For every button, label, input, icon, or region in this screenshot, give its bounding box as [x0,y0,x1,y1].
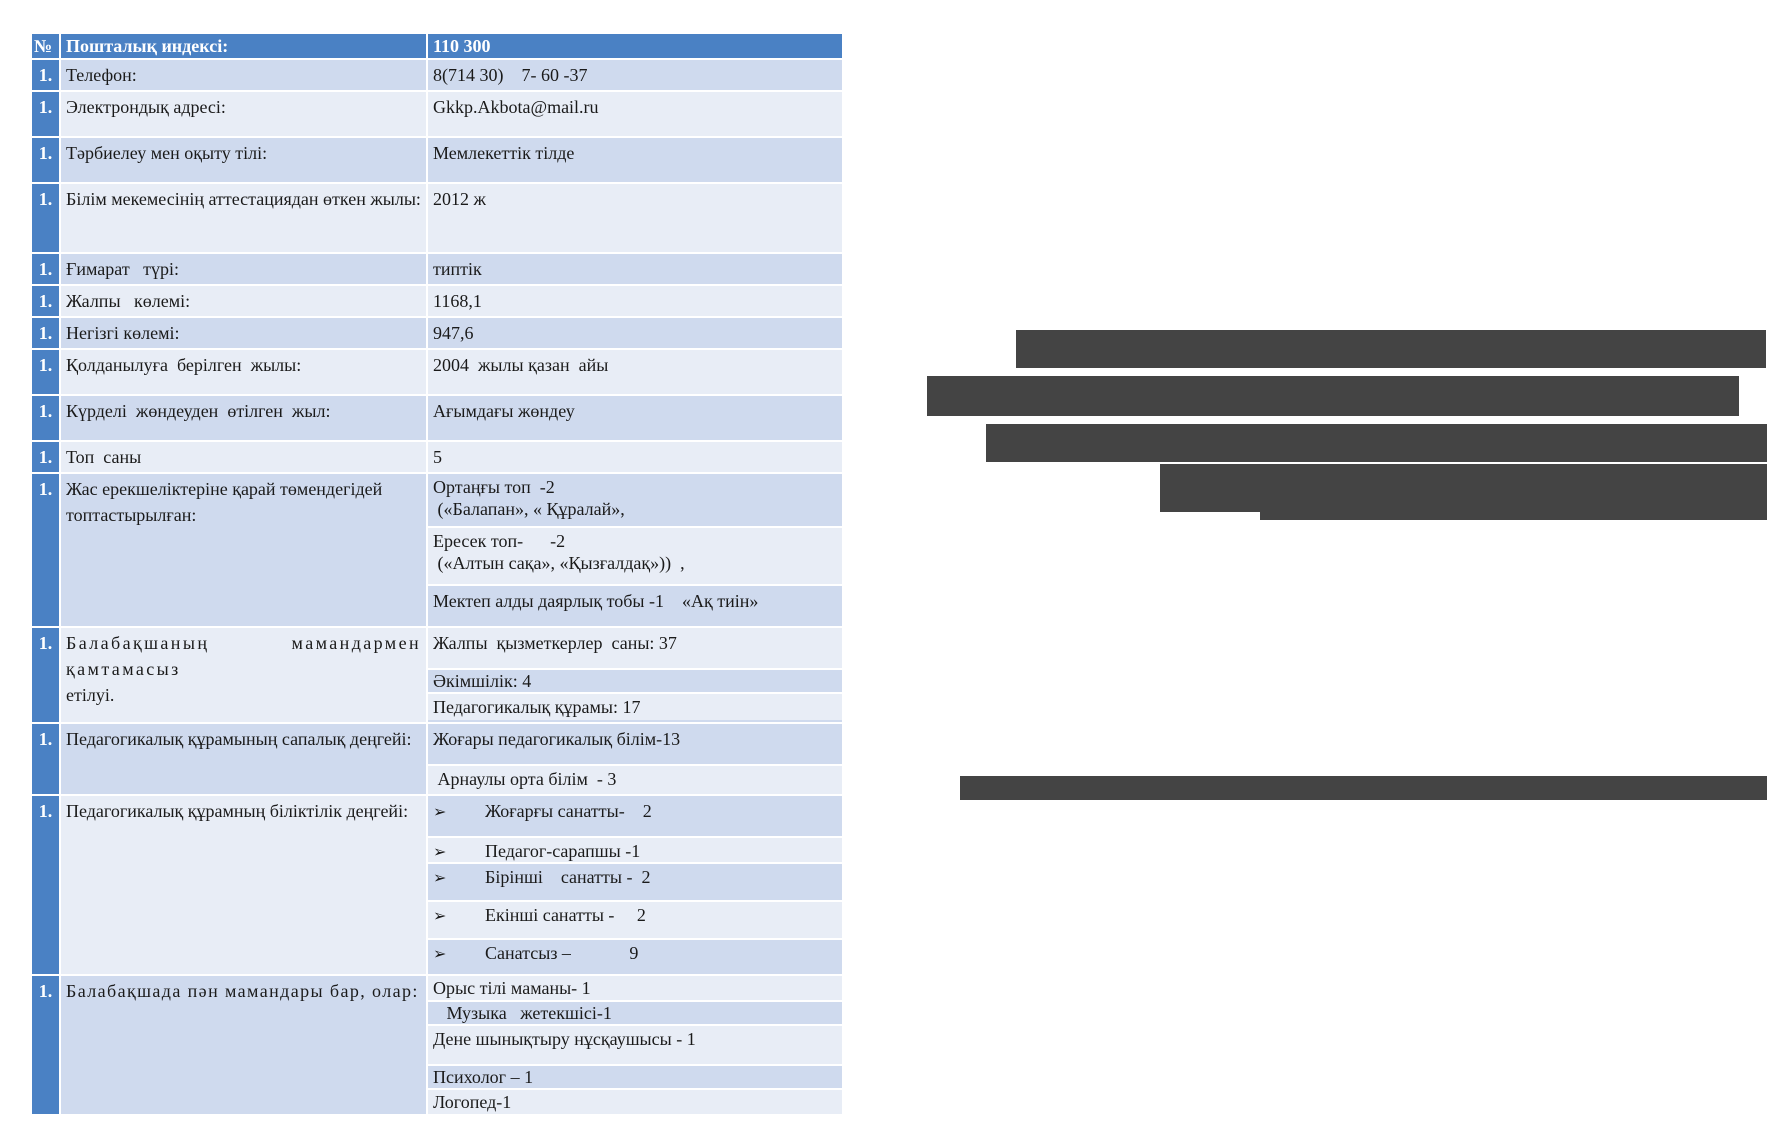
quality-line: Арнаулы орта білім - 3 [433,769,617,789]
table-row: 1. Тәрбиелеу мен оқыту тілі: Мемлекеттік… [30,136,844,184]
row-label: Білім мекемесінің аттестациядан өткен жы… [59,182,428,254]
arrow-bullet-icon: ➢ [433,844,447,861]
staff-line: Педагогикалық құрамы: 17 [433,697,641,717]
specialist-line: Орыс тілі маманы- 1 [433,978,591,998]
table-row: 1. Қолданылуға берілген жылы: 2004 жылы … [30,348,844,396]
row-value: 2012 ж [426,182,844,254]
row-label: Жалпы көлемі: [59,284,428,318]
group-line: Ересек топ- -2 [433,531,566,551]
row-label: Телефон: [59,58,428,92]
row-number: 1. [30,472,61,628]
table-row: 1. Балабақшада пән мамандары бар, олар: … [30,974,844,1116]
redacted-bar [1260,510,1767,520]
redacted-bar [927,376,1739,416]
table-row: 1. Білім мекемесінің аттестациядан өткен… [30,182,844,254]
arrow-bullet-icon: ➢ [433,870,447,887]
row-number: 1. [30,348,61,396]
table-row: 1. Телефон: 8(714 30) 7- 60 -37 [30,58,844,92]
redacted-bar [1160,464,1767,512]
row-label: Ғимарат түрі: [59,252,428,286]
staffing-label-line: Балабақшаның мамандармен қамтамасыз [66,633,421,679]
header-num: № [30,32,61,60]
qual-line: Педагог-сарапшы -1 [485,841,641,861]
table-header-row: № Пошталық индексі: 110 300 [30,32,844,60]
row-number: 1. [30,58,61,92]
redacted-bar [1016,330,1766,368]
group-line: («Алтын сақа», «Қызғалдақ»)) , [433,553,685,573]
row-value: 947,6 [426,316,844,350]
row-label: Топ саны [59,440,428,474]
row-value: типтік [426,252,844,286]
row-number: 1. [30,284,61,318]
table-row: 1. Топ саны 5 [30,440,844,474]
row-number: 1. [30,440,61,474]
row-number: 1. [30,136,61,184]
header-value: 110 300 [426,32,844,60]
table-row: 1. Педагогикалық құрамының сапалық деңге… [30,722,844,796]
row-value: 1168,1 [426,284,844,318]
row-label: Педагогикалық құрамның біліктілік деңгей… [59,794,428,976]
row-label: Күрделі жөндеуден өтілген жыл: [59,394,428,442]
row-number: 1. [30,794,61,976]
row-value: 2004 жылы қазан айы [426,348,844,396]
staffing-label-line: етілуі. [66,685,115,705]
row-number: 1. [30,90,61,138]
quality-line: Жоғары педагогикалық білім-13 [433,729,681,749]
table-row: 1. Ғимарат түрі: типтік [30,252,844,286]
staff-line: Әкімшілік: 4 [433,671,532,691]
arrow-bullet-icon: ➢ [433,804,447,821]
arrow-bullet-icon: ➢ [433,908,447,925]
row-label: Балабақшада пән мамандары бар, олар: [59,974,428,1116]
row-number: 1. [30,722,61,796]
table-row: 1. Негізгі көлемі: 947,6 [30,316,844,350]
row-number: 1. [30,626,61,724]
row-values: ➢Жоғарғы санатты- 2 ➢Педагог-сарапшы -1 … [426,794,844,976]
table-row: 1. Педагогикалық құрамның біліктілік дең… [30,794,844,976]
header-label: Пошталық индексі: [59,32,428,60]
row-value: Мемлекеттік тілде [426,136,844,184]
group-line: Ортаңғы топ -2 [433,477,555,497]
group-line: Мектеп алды даярлық тобы -1 «Ақ тиін» [433,591,759,611]
row-values: Орыс тілі маманы- 1 Музыка жетекшісі-1 Д… [426,974,844,1116]
staff-line: Жалпы қызметкерлер саны: 37 [433,633,677,653]
qual-line: Бірінші санатты - 2 [485,867,651,887]
group-line: («Балапан», « Құралай», [433,499,625,519]
specialist-line: Психолог – 1 [433,1067,534,1087]
specialist-line: Музыка жетекшісі-1 [433,1003,612,1023]
redacted-bar [986,424,1767,462]
row-label: Тәрбиелеу мен оқыту тілі: [59,136,428,184]
row-label: Негізгі көлемі: [59,316,428,350]
qual-line: Санатсыз – 9 [485,943,639,963]
table-row: 1. Электрондық адресі: Gkkp.Akbota@mail.… [30,90,844,138]
table-row: 1. Жас ерекшеліктеріне қарай төмендегіде… [30,472,844,628]
row-number: 1. [30,394,61,442]
arrow-bullet-icon: ➢ [433,946,447,963]
table-row: 1. Жалпы көлемі: 1168,1 [30,284,844,318]
info-table: № Пошталық индексі: 110 300 1. Телефон: … [30,32,844,1116]
table-row: 1. Балабақшаның мамандармен қамтамасыз е… [30,626,844,724]
row-number: 1. [30,316,61,350]
email-value: Gkkp.Akbota@mail.ru [426,90,844,138]
row-value: 5 [426,440,844,474]
row-label: Жас ерекшеліктеріне қарай төмендегідей т… [59,472,428,628]
row-label: Балабақшаның мамандармен қамтамасыз етіл… [59,626,428,724]
redacted-bar [960,776,1767,800]
row-label: Қолданылуға берілген жылы: [59,348,428,396]
row-values: Жалпы қызметкерлер саны: 37 Әкімшілік: 4… [426,626,844,724]
row-number: 1. [30,974,61,1116]
table-row: 1. Күрделі жөндеуден өтілген жыл: Ағымда… [30,394,844,442]
row-values: Ортаңғы топ -2 («Балапан», « Құралай», Е… [426,472,844,628]
row-number: 1. [30,252,61,286]
specialist-line: Логопед-1 [433,1092,512,1112]
row-label: Электрондық адресі: [59,90,428,138]
qual-line: Екінші санатты - 2 [485,905,646,925]
row-value: 8(714 30) 7- 60 -37 [426,58,844,92]
row-label: Педагогикалық құрамының сапалық деңгейі: [59,722,428,796]
row-number: 1. [30,182,61,254]
row-values: Жоғары педагогикалық білім-13 Арнаулы ор… [426,722,844,796]
specialist-line: Дене шынықтыру нұсқаушысы - 1 [433,1029,696,1049]
row-value: Ағымдағы жөндеу [426,394,844,442]
qual-line: Жоғарғы санатты- 2 [485,801,652,821]
